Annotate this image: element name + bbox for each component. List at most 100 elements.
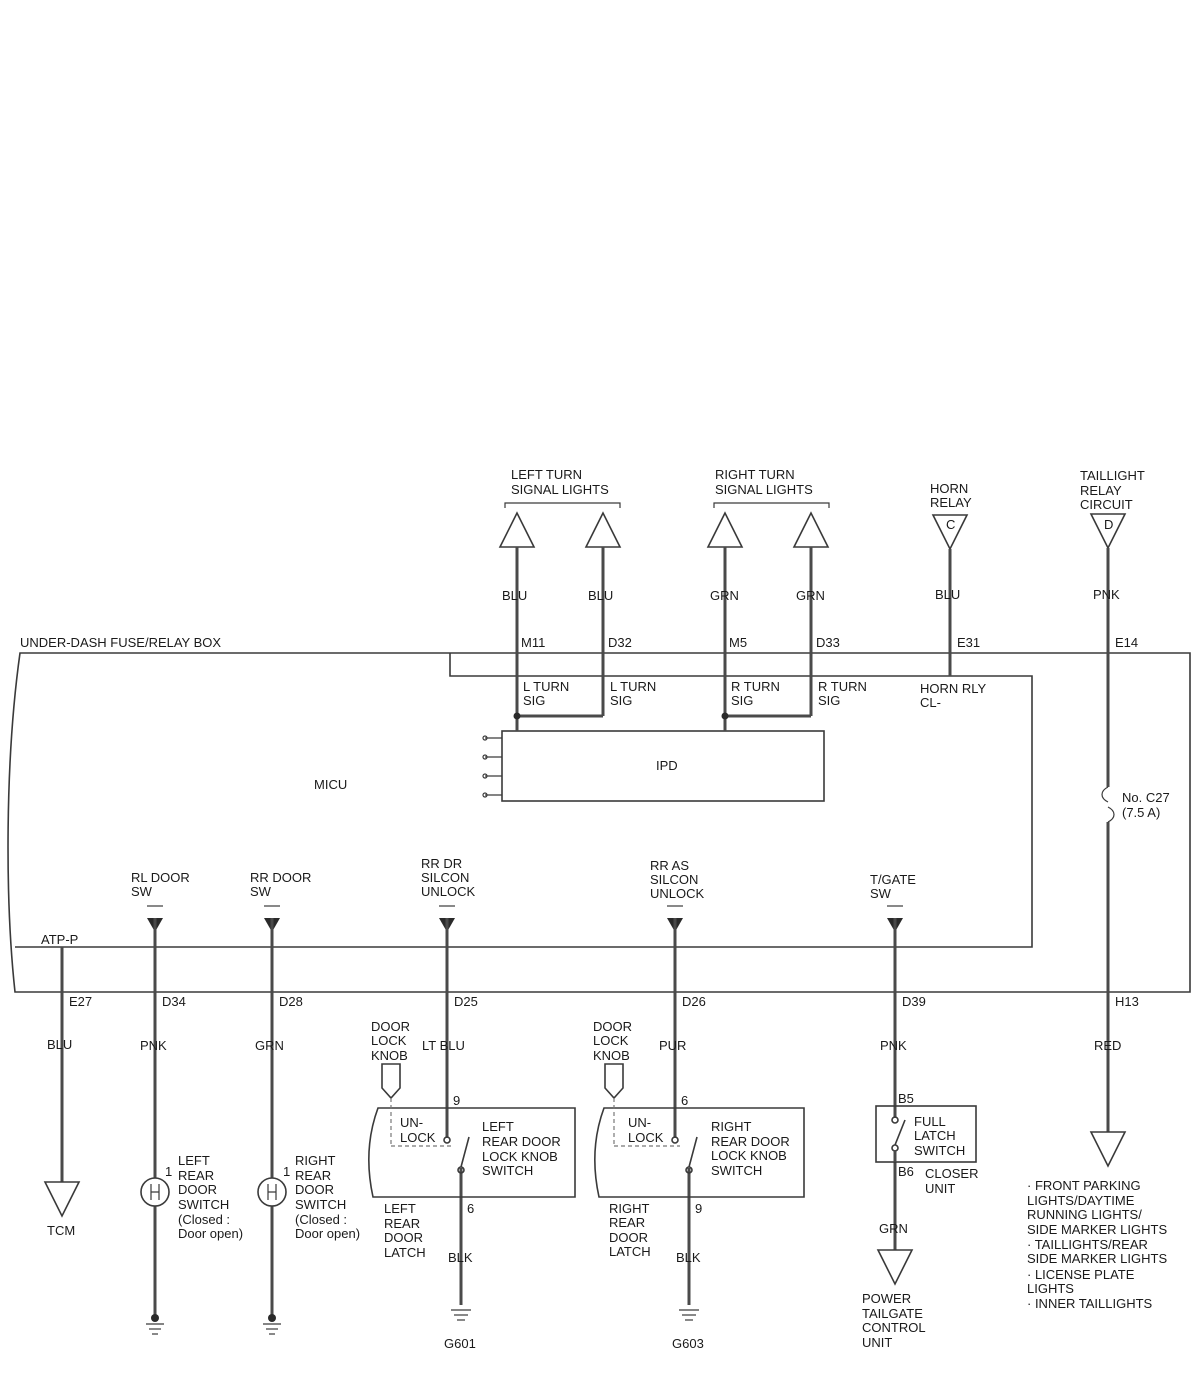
signal-r-turn-2b: SIG — [818, 693, 840, 708]
ground-g601: G601 — [444, 1336, 476, 1351]
signal-rr-as-1: RR AS — [650, 858, 689, 873]
right-latch-l1: RIGHT — [609, 1201, 650, 1216]
left-turn-label-2: SIGNAL LIGHTS — [511, 482, 609, 497]
wire-color-d32: BLU — [588, 588, 613, 603]
left-unlock-2: LOCK — [400, 1130, 436, 1145]
left-latch-l3: DOOR — [384, 1230, 423, 1245]
horn-relay-arrow — [931, 514, 969, 551]
signal-rl-door-2: SW — [131, 884, 153, 899]
tail-loads-l8: LIGHTS — [1027, 1281, 1074, 1296]
terminal-d39: D39 — [902, 994, 926, 1009]
left-turn-arrow-2 — [584, 511, 622, 548]
full-latch-switch-symbol — [891, 1116, 906, 1162]
ground-g601-symbol — [451, 1309, 471, 1321]
signal-l-turn-2b: SIG — [610, 693, 632, 708]
micu-outline — [15, 653, 1033, 948]
closer-dest-l2: TAILGATE — [862, 1306, 923, 1321]
left-latch-box — [368, 1107, 576, 1198]
right-latch-l4: LATCH — [609, 1244, 651, 1259]
horn-relay-label-1: HORN — [930, 481, 968, 496]
left-door-switch-l6: Door open) — [178, 1226, 243, 1241]
left-latch-l1: LEFT — [384, 1201, 416, 1216]
fuse-label-2: (7.5 A) — [1122, 805, 1160, 820]
signal-rr-dr-3: UNLOCK — [421, 884, 476, 899]
right-switch-l2: REAR DOOR — [711, 1134, 790, 1149]
tail-loads-l5: · TAILLIGHTS/REAR — [1027, 1237, 1148, 1252]
signal-rr-dr-2: SILCON — [421, 870, 469, 885]
wire-color-e31: BLU — [935, 587, 960, 602]
tail-loads-l6: SIDE MARKER LIGHTS — [1027, 1251, 1167, 1266]
signal-horn-b: CL- — [920, 695, 941, 710]
left-switch-l2: REAR DOOR — [482, 1134, 561, 1149]
closer-switch-l3: SWITCH — [914, 1143, 965, 1158]
left-unlock-1: UN- — [400, 1115, 423, 1130]
left-door-switch-l2: REAR — [178, 1168, 214, 1183]
signal-r-turn-2a: R TURN — [818, 679, 867, 694]
terminal-d34: D34 — [162, 994, 186, 1009]
left-knob-label-3: KNOB — [371, 1048, 408, 1063]
junction-right-turn — [721, 712, 729, 720]
left-turn-arrow-1 — [498, 511, 536, 548]
closer-unit-l1: CLOSER — [925, 1166, 978, 1181]
right-latch-pin-bottom: 9 — [695, 1201, 702, 1216]
terminal-e27: E27 — [69, 994, 92, 1009]
left-switch-l4: SWITCH — [482, 1163, 533, 1178]
right-switch-l3: LOCK KNOB — [711, 1148, 787, 1163]
taillight-relay-label-2: RELAY — [1080, 483, 1122, 498]
right-turn-arrow-2 — [792, 511, 830, 548]
left-door-switch-symbol — [140, 1177, 170, 1207]
signal-r-turn-1a: R TURN — [731, 679, 780, 694]
wire-color-d34: PNK — [140, 1038, 167, 1053]
fuse-c27 — [1101, 786, 1115, 823]
left-knob-label-1: DOOR — [371, 1019, 410, 1034]
atp-label: ATP-P — [41, 932, 78, 947]
right-knob-label-2: LOCK — [593, 1033, 629, 1048]
right-latch-ground-wire: BLK — [676, 1250, 701, 1265]
wire-color-h13: RED — [1094, 1038, 1121, 1053]
terminal-m11: M11 — [521, 635, 545, 650]
closer-full-latch-box — [875, 1105, 977, 1163]
closer-unit-l2: UNIT — [925, 1181, 955, 1196]
signal-tgate-1: T/GATE — [870, 872, 916, 887]
signal-tgate-2: SW — [870, 886, 892, 901]
fuse-box-title: UNDER-DASH FUSE/RELAY BOX — [20, 635, 221, 650]
signal-r-turn-1b: SIG — [731, 693, 753, 708]
right-switch-l1: RIGHT — [711, 1119, 752, 1134]
left-door-switch-l1: LEFT — [178, 1153, 210, 1168]
left-door-switch-l4: SWITCH — [178, 1197, 229, 1212]
ground-right-door-switch — [263, 1314, 281, 1335]
right-lock-knob-switch-symbol — [671, 1136, 698, 1174]
terminal-d25: D25 — [454, 994, 478, 1009]
right-knob-label-3: KNOB — [593, 1048, 630, 1063]
fuse-box-outline — [7, 652, 1191, 993]
power-tailgate-arrow — [876, 1249, 914, 1286]
right-door-switch-l6: Door open) — [295, 1226, 360, 1241]
wire-color-m5: GRN — [710, 588, 739, 603]
right-door-switch-l1: RIGHT — [295, 1153, 336, 1168]
signal-horn-a: HORN RLY — [920, 681, 987, 696]
terminal-d32: D32 — [608, 635, 632, 650]
tcm-arrow — [43, 1181, 81, 1218]
wire-color-d26: PUR — [659, 1038, 686, 1053]
tail-loads-l1: · FRONT PARKING — [1027, 1178, 1141, 1193]
closer-out-wire: GRN — [879, 1221, 908, 1236]
left-latch-pin-top: 9 — [453, 1093, 460, 1108]
closer-pin-top: B5 — [898, 1091, 914, 1106]
closer-dest-l3: CONTROL — [862, 1320, 926, 1335]
left-door-switch-pin: 1 — [165, 1164, 172, 1179]
terminal-d33: D33 — [816, 635, 840, 650]
micu-label: MICU — [314, 777, 347, 792]
wire-color-d39: PNK — [880, 1038, 907, 1053]
tail-loads-l9: · INNER TAILLIGHTS — [1027, 1296, 1153, 1311]
tail-loads-l2: LIGHTS/DAYTIME — [1027, 1193, 1135, 1208]
right-turn-arrow-1 — [706, 511, 744, 548]
signal-l-turn-1a: L TURN — [523, 679, 569, 694]
right-latch-l2: REAR — [609, 1215, 645, 1230]
ground-g603-symbol — [679, 1309, 699, 1321]
tail-loads-l3: RUNNING LIGHTS/ — [1027, 1207, 1142, 1222]
closer-pin-bottom: B6 — [898, 1164, 914, 1179]
left-lock-knob-switch-symbol — [443, 1136, 470, 1174]
left-knob-label-2: LOCK — [371, 1033, 407, 1048]
tail-loads-arrow — [1089, 1131, 1127, 1168]
